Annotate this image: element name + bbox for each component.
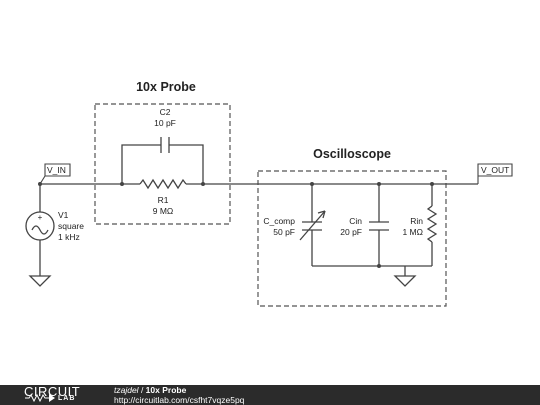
cin-value: 20 pF — [340, 227, 362, 237]
junction-probe-left — [120, 182, 124, 186]
circuit-url[interactable]: http://circuitlab.com/csfht7vqze5pq — [114, 395, 245, 405]
r1-value: 9 MΩ — [153, 206, 174, 216]
capacitor-c2-symbol — [160, 137, 170, 153]
net-flag-vin: V_IN — [39, 163, 71, 185]
probe-box — [94, 103, 231, 225]
svg-text:V_OUT: V_OUT — [481, 165, 509, 175]
c2-value: 10 pF — [154, 118, 176, 128]
circuit-title: 10x Probe — [145, 385, 187, 395]
ccomp-value: 50 pF — [273, 227, 295, 237]
voltage-source-v1-symbol: + — [25, 211, 55, 241]
variable-capacitor-ccomp-symbol — [299, 210, 326, 241]
junction-probe-right — [201, 182, 205, 186]
cin-name: Cin — [349, 216, 362, 226]
scope-box — [257, 170, 447, 307]
svg-text:V_IN: V_IN — [47, 165, 66, 175]
footer-bar: CIRCUIT LAB tzajdel / 10x Probe http://c… — [0, 384, 540, 405]
probe-title: 10x Probe — [136, 80, 196, 94]
ground-icon — [393, 275, 417, 287]
byline-separator: / — [138, 385, 146, 395]
net-flag-vout: V_OUT — [477, 163, 513, 184]
wire-c2-left — [121, 144, 161, 184]
resistor-logo-icon — [25, 393, 55, 403]
rin-name: Rin — [410, 216, 423, 226]
resistor-rin-symbol — [426, 205, 438, 243]
resistor-r1-symbol — [139, 178, 187, 190]
brand-logo-text: CIRCUIT — [24, 384, 81, 399]
ccomp-name: C_comp — [263, 216, 295, 226]
v1-type: square — [58, 221, 84, 231]
c2-name: C2 — [160, 107, 171, 117]
svg-text:+: + — [38, 213, 43, 222]
schematic: 10x Probe Oscilloscope C2 10 pF R1 9 MΩ … — [25, 80, 513, 307]
circuit-byline: tzajdel / 10x Probe — [114, 385, 186, 395]
r1-name: R1 — [158, 195, 169, 205]
rin-value: 1 MΩ — [402, 227, 423, 237]
ground-icon — [28, 275, 52, 287]
capacitor-cin-symbol — [369, 221, 389, 231]
wire-c2-right — [169, 144, 204, 184]
v1-freq: 1 kHz — [58, 232, 80, 242]
author-name: tzajdel — [114, 385, 139, 395]
v1-name: V1 — [58, 210, 69, 220]
scope-title: Oscilloscope — [313, 147, 391, 161]
brand-logo-subtext: LAB — [58, 395, 76, 402]
